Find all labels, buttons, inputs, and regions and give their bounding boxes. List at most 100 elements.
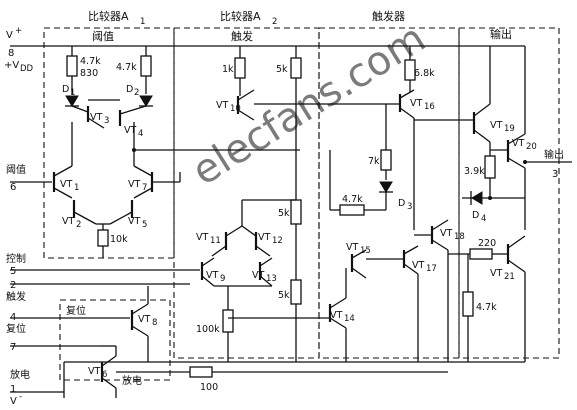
control-pin-label: 控制 — [6, 252, 26, 265]
output-boundary — [458, 27, 560, 359]
resistor-4k7-b-value: 4.7k — [116, 62, 137, 73]
block-titles: 比较器A 1 比较器A 2 触发器 输出 阈值 触发 — [88, 9, 512, 43]
vdd-subscript: DD — [20, 64, 34, 74]
vt4-subscript: 4 — [138, 129, 143, 139]
diode-d2 — [139, 95, 153, 107]
vt1-label: VT — [60, 179, 72, 190]
output-title: 输出 — [490, 27, 512, 41]
vt3-subscript: 3 — [104, 116, 109, 126]
resistor-5k-top-value: 5k — [276, 64, 288, 75]
discharge-inner-label: 放电 — [122, 374, 142, 387]
resistor-4k7-a-value: 4.7k — [80, 56, 101, 67]
vt18-subscript: 18 — [454, 232, 465, 242]
vt7-label: VT — [128, 179, 140, 190]
resistor-5k-top — [290, 57, 302, 79]
resistor-4k7-out-value: 4.7k — [476, 302, 497, 313]
diode-d1 — [65, 95, 79, 107]
comparator1-circuit: 4.7k 830 4.7k D 1 D 2 VT 3 VT 4 VT 1 — [52, 46, 300, 258]
resistor-3k9-value: 3.9k — [464, 166, 485, 177]
resistor-4k7-out — [462, 291, 474, 317]
vt7-subscript: 7 — [142, 183, 147, 193]
resistor-5k-bot-value: 5k — [278, 290, 290, 301]
diode-d2-label: D — [126, 84, 133, 95]
threshold-pin-number: 6 — [10, 182, 16, 193]
resistor-6k8-value: 6.8k — [414, 68, 435, 79]
resistor-220-value: 220 — [478, 238, 496, 249]
diode-d4-subscript: 4 — [481, 214, 486, 224]
comparator1-subscript: 1 — [140, 17, 145, 27]
vt3-label: VT — [90, 112, 102, 123]
resistor-10k — [97, 229, 109, 247]
resistor-1k-value: 1k — [222, 64, 234, 75]
vt5-label: VT — [128, 216, 140, 227]
vt17-subscript: 17 — [426, 264, 437, 274]
vt16-subscript: 16 — [424, 102, 435, 112]
vt21-label: VT — [490, 268, 502, 279]
resistor-4k7-a — [66, 55, 78, 77]
vt10-subscript: 10 — [230, 104, 241, 114]
resistor-830-value: 830 — [80, 68, 98, 79]
vt12-subscript: 12 — [272, 236, 283, 246]
vminus-label: V — [10, 396, 17, 407]
vt4-label: VT — [124, 125, 136, 136]
resistor-4k7-trig — [339, 204, 365, 216]
resistor-3k9 — [484, 155, 496, 179]
vt1-subscript: 1 — [74, 183, 79, 193]
supply-rail: V + 8 +V DD — [4, 26, 525, 74]
left-pins: 阈值 6 控制 5 2 触发 4 复位 复位 7 放电 1 V - 放电 — [6, 163, 200, 407]
pin8-number: 8 — [8, 48, 14, 59]
resistor-7k — [380, 149, 392, 171]
vt10-label: VT — [216, 100, 228, 111]
resistor-5k-mid — [290, 199, 302, 225]
vt15-label: VT — [346, 242, 358, 253]
resistor-100-value: 100 — [200, 382, 218, 393]
vminus-superscript: - — [19, 392, 22, 402]
resistor-100k-value: 100k — [196, 324, 220, 335]
pin1-number: 1 — [10, 384, 16, 395]
vt18-label: VT — [440, 228, 452, 239]
diode-d1-label: D — [62, 84, 69, 95]
pin7-number: 7 — [10, 342, 16, 353]
vt13-label: VT — [252, 270, 264, 281]
vt5-subscript: 5 — [142, 220, 147, 230]
vt13-subscript: 13 — [266, 274, 277, 284]
vt14-subscript: 14 — [344, 314, 355, 324]
diode-d2-subscript: 2 — [134, 88, 139, 98]
threshold-section-title: 阈值 — [92, 29, 114, 43]
vt9-label: VT — [206, 270, 218, 281]
diode-d3-label: D — [398, 198, 405, 209]
vt16-label: VT — [410, 98, 422, 109]
pin2-number: 2 — [10, 280, 16, 291]
vt11-subscript: 11 — [210, 236, 221, 246]
comparator2-subscript: 2 — [272, 17, 277, 27]
reset-inner-label: 复位 — [66, 304, 86, 317]
resistor-220 — [469, 248, 493, 260]
vt2-label: VT — [62, 216, 74, 227]
discharge-pin-label: 放电 — [10, 368, 30, 381]
vt11-label: VT — [196, 232, 208, 243]
vdd-label: +V — [4, 60, 19, 71]
vt17-label: VT — [412, 260, 424, 271]
vt19-label: VT — [490, 120, 502, 131]
discharge-boundary — [59, 299, 171, 381]
diode-d3-subscript: 3 — [407, 202, 412, 212]
output-pin-number: 3 — [552, 169, 558, 180]
comparator2-circuit: 1k 5k VT 10 5k 5k VT 11 VT 12 — [196, 46, 400, 362]
vplus-superscript: + — [15, 26, 22, 36]
output-pin: 输出 3 — [525, 148, 572, 180]
trigger-title: 触发器 — [372, 9, 405, 23]
vt6-label: VT — [88, 366, 100, 377]
diode-d4 — [471, 191, 483, 205]
resistor-7k-value: 7k — [368, 156, 380, 167]
control-pin-number: 5 — [10, 266, 16, 277]
vt2-subscript: 2 — [76, 220, 81, 230]
diode-d3 — [379, 181, 393, 193]
resistor-4k7-b — [140, 55, 152, 77]
resistor-1k — [234, 57, 246, 79]
block-boundaries — [43, 27, 560, 381]
vt20-subscript: 20 — [526, 142, 537, 152]
vt9-subscript: 9 — [220, 274, 225, 284]
comparator1-title: 比较器A — [88, 9, 129, 23]
resistor-100k — [222, 309, 234, 333]
